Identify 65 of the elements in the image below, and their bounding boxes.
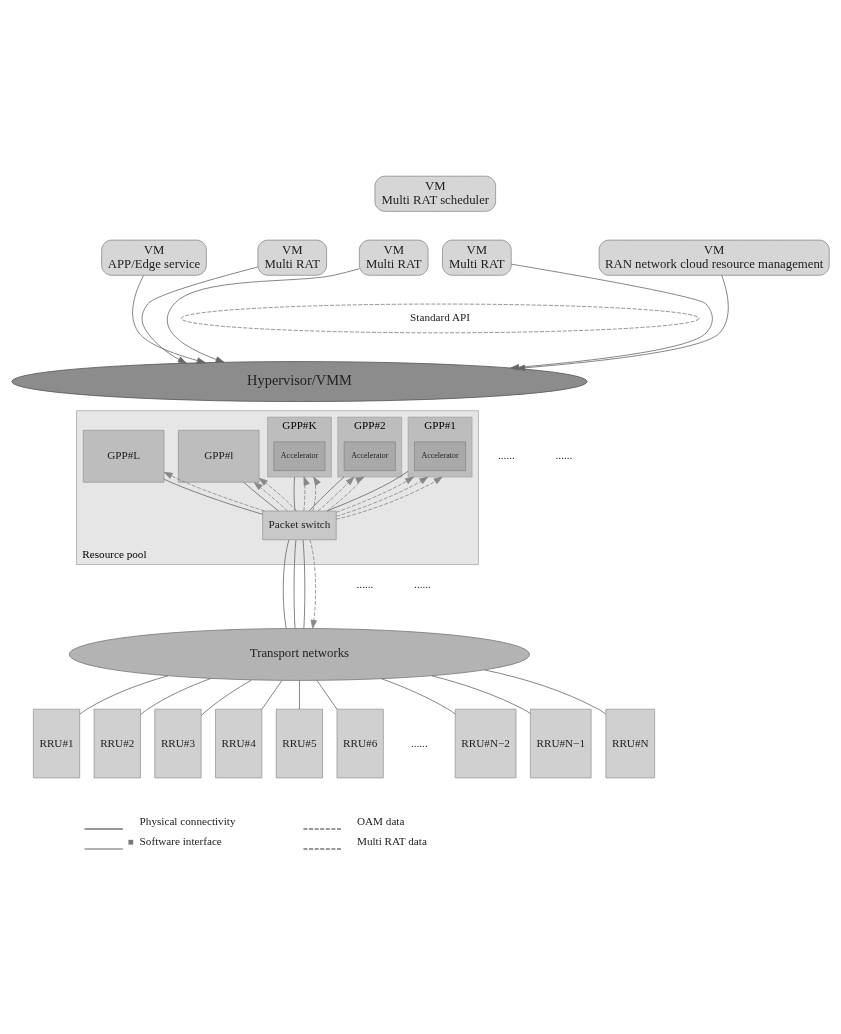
- label: ......: [498, 449, 515, 462]
- node-box: RRU#6: [336, 708, 384, 779]
- node-box: GPP#l: [178, 429, 260, 483]
- connector: [431, 675, 531, 714]
- arrow: [516, 275, 729, 371]
- node-ellipse: Transport networks: [68, 628, 530, 681]
- connector: [140, 678, 212, 715]
- node-box: VM Multi RAT: [442, 239, 512, 276]
- node-box: VM RAN network cloud resource management: [598, 239, 830, 276]
- node-box: RRU#1: [32, 708, 81, 779]
- label: ......: [555, 449, 573, 462]
- arrow: [166, 268, 360, 363]
- arrow: [132, 275, 206, 364]
- node-box: GPP#L: [82, 429, 165, 483]
- connector: [261, 680, 283, 710]
- node-box: Packet switch: [262, 510, 337, 541]
- connector: [293, 476, 296, 512]
- arrow: [258, 477, 297, 512]
- node-box: RRU#N: [605, 708, 656, 779]
- connector: [293, 539, 297, 629]
- node-box: VM APP/Edge service: [101, 239, 207, 276]
- node-box: RRU#3: [154, 708, 202, 779]
- node-box: RRU#N−1: [529, 708, 592, 779]
- node-box: RRU#4: [215, 708, 263, 779]
- arrow: [163, 471, 265, 512]
- arrow: [309, 539, 317, 629]
- connector: [302, 539, 306, 629]
- node-box: RRU#2: [93, 708, 141, 779]
- connector: [308, 476, 345, 512]
- node-box: Accelerator: [343, 441, 396, 472]
- connector: [484, 669, 607, 715]
- connector: [200, 679, 252, 717]
- node-box: RRU#N−2: [454, 708, 517, 779]
- legend-label: Multi RAT data: [356, 835, 427, 848]
- connector: [243, 482, 279, 512]
- arrow: [510, 263, 713, 371]
- connector: [316, 680, 338, 710]
- arrow: [303, 476, 310, 512]
- connector: [79, 675, 169, 715]
- node-box: RRU#5: [275, 708, 323, 779]
- node-box: VM Multi RAT: [257, 239, 327, 276]
- node-box: VM Multi RAT scheduler: [374, 175, 496, 212]
- label: ......: [414, 578, 431, 591]
- connector: [299, 680, 300, 710]
- arrow: [326, 476, 365, 512]
- connector: [163, 478, 263, 515]
- node-box: Accelerator: [273, 441, 326, 472]
- label: ......: [356, 578, 374, 591]
- arrow: [335, 476, 429, 517]
- arrow: [335, 476, 443, 520]
- arrow: [141, 266, 258, 364]
- connector: [326, 470, 409, 512]
- arrow: [317, 476, 355, 512]
- node-box: VM Multi RAT: [358, 239, 429, 276]
- label: ......: [410, 736, 428, 749]
- arrow: [335, 476, 414, 513]
- legend-label: Software interface: [139, 835, 222, 848]
- connector: [381, 678, 456, 715]
- node-box: Accelerator: [414, 441, 467, 472]
- legend-label: OAM data: [356, 815, 405, 828]
- connector: [282, 539, 290, 629]
- arrow: [312, 476, 321, 512]
- node-ellipse: Standard API: [180, 303, 700, 334]
- legend-label: Physical connectivity: [139, 815, 236, 828]
- arrow: [253, 482, 288, 512]
